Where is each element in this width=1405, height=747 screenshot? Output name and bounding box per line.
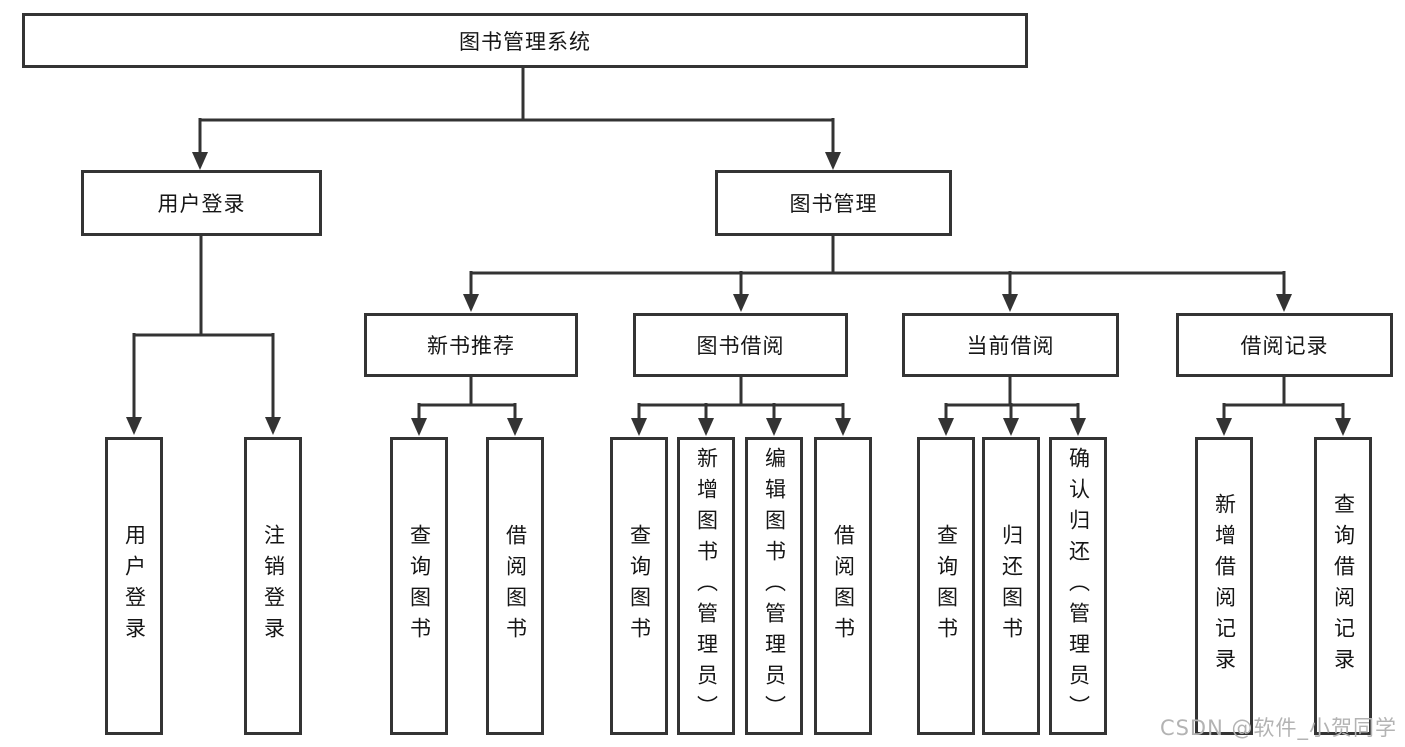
node-book-borrow: 图书借阅	[633, 313, 848, 377]
node-label: 查询图书	[934, 524, 959, 648]
leaf-edit-book-admin: 编辑图书（管理员）	[745, 437, 803, 735]
node-label: 当前借阅	[966, 334, 1055, 358]
node-label: 借阅图书	[503, 524, 528, 648]
leaf-add-borrow-record: 新增借阅记录	[1195, 437, 1253, 735]
csdn-watermark: CSDN @软件_小贺同学	[1159, 716, 1397, 740]
node-borrow-records: 借阅记录	[1176, 313, 1393, 377]
node-label: 编辑图书（管理员）	[762, 446, 787, 726]
arrowhead-icon	[1335, 418, 1351, 436]
leaf-logout: 注销登录	[244, 437, 302, 735]
leaf-add-book-admin: 新增图书（管理员）	[677, 437, 735, 735]
arrowhead-icon	[126, 417, 142, 435]
node-label: 归还图书	[999, 524, 1024, 648]
node-label: 图书管理	[789, 192, 878, 216]
node-label: 查询图书	[627, 524, 652, 648]
arrowhead-icon	[1070, 418, 1086, 436]
leaf-user-login: 用户登录	[105, 437, 163, 735]
leaf-query-books-borrow: 查询图书	[610, 437, 668, 735]
arrowhead-icon	[265, 417, 281, 435]
node-label: 借阅记录	[1240, 334, 1329, 358]
arrowhead-icon	[192, 152, 208, 170]
arrowhead-icon	[411, 418, 427, 436]
leaf-query-books-current: 查询图书	[917, 437, 975, 735]
arrowhead-icon	[938, 418, 954, 436]
node-label: 查询借阅记录	[1331, 493, 1356, 679]
node-book-management: 图书管理	[715, 170, 952, 236]
leaf-confirm-return-admin: 确认归还（管理员）	[1049, 437, 1107, 735]
arrowhead-icon	[463, 294, 479, 312]
leaf-borrow-books-recommend: 借阅图书	[486, 437, 544, 735]
node-label: 查询图书	[407, 524, 432, 648]
node-user-login: 用户登录	[81, 170, 322, 236]
leaf-query-borrow-record: 查询借阅记录	[1314, 437, 1372, 735]
node-label: 新增借阅记录	[1212, 493, 1237, 679]
node-label: 用户登录	[122, 524, 147, 648]
arrowhead-icon	[631, 418, 647, 436]
arrowhead-icon	[835, 418, 851, 436]
arrowhead-icon	[733, 294, 749, 312]
arrowhead-icon	[825, 152, 841, 170]
node-label: 用户登录	[157, 192, 246, 216]
arrowhead-icon	[1216, 418, 1232, 436]
node-current-borrow: 当前借阅	[902, 313, 1119, 377]
arrowhead-icon	[766, 418, 782, 436]
arrowhead-icon	[1003, 418, 1019, 436]
node-label: 新增图书（管理员）	[694, 446, 719, 726]
node-label: 新书推荐	[427, 334, 515, 358]
node-label: 确认归还（管理员）	[1066, 446, 1091, 726]
arrowhead-icon	[1276, 294, 1292, 312]
node-label: 借阅图书	[831, 524, 856, 648]
node-root-system: 图书管理系统	[22, 13, 1028, 68]
node-label: 注销登录	[261, 524, 286, 648]
leaf-return-books: 归还图书	[982, 437, 1040, 735]
arrowhead-icon	[1002, 294, 1018, 312]
node-new-book-recommend: 新书推荐	[364, 313, 578, 377]
node-label: 图书管理系统	[459, 29, 591, 54]
leaf-borrow-books-borrow: 借阅图书	[814, 437, 872, 735]
leaf-query-books-recommend: 查询图书	[390, 437, 448, 735]
arrowhead-icon	[698, 418, 714, 436]
arrowhead-icon	[507, 418, 523, 436]
node-label: 图书借阅	[696, 334, 785, 358]
